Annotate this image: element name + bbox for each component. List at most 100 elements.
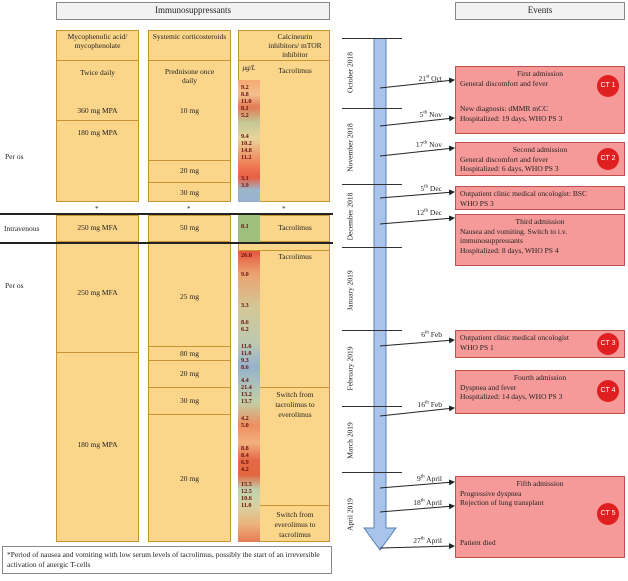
tacrolimus-level: 8.6	[241, 364, 249, 371]
tacrolimus-level: 8.1	[241, 105, 249, 112]
cort-20mg-b: 20 mg	[180, 369, 199, 378]
month-tick	[342, 38, 402, 39]
tacrolimus-level: 8.8	[241, 91, 249, 98]
event-line: General discomfort and fever	[460, 154, 549, 164]
tacrolimus-level: 14.8	[241, 147, 252, 154]
cni-tacrolimus-1: Tacrolimus	[278, 66, 312, 75]
tacrolimus-level: 6.2	[241, 326, 249, 333]
timeline-arrow	[363, 38, 397, 551]
cort-20mg-a: 20 mg	[180, 166, 199, 175]
event-third-admission: Third admission Nausea and vomiting. Swi…	[455, 214, 625, 266]
ct-badge: CT 3	[597, 333, 619, 355]
cort-25mg: 25 mg	[180, 292, 199, 301]
cort-10mg: 10 mg	[180, 106, 199, 115]
event-line: WHO PS 3	[460, 198, 494, 208]
month-october-2018: October 2018	[345, 51, 355, 94]
tacrolimus-level: 26.0	[241, 252, 252, 259]
event-first-admission: First admission General discomfort and f…	[455, 66, 625, 134]
date-label: 16th Feb	[417, 400, 442, 409]
route-per-os-1: Per os	[5, 152, 24, 161]
route-intravenous: Intravenous	[4, 224, 40, 233]
event-line: Outpatient clinic medical oncologist	[460, 333, 569, 342]
date-label: 9th April	[417, 474, 442, 483]
event-line: Patient died	[460, 537, 496, 547]
level-bar-iv	[238, 215, 260, 242]
cni-unit-label: μg/L	[242, 64, 256, 72]
tacrolimus-level: 4.2	[241, 415, 249, 422]
date-label: 5th Nov	[419, 110, 442, 119]
month-november-2018: November 2018	[345, 123, 355, 172]
event-line: WHO PS 1	[460, 342, 494, 352]
event-line: Hospitalized: 6 days, WHO PS 3	[460, 164, 559, 173]
ct-badge: CT 4	[597, 380, 619, 402]
date-label: 5th Dec	[420, 184, 442, 193]
cort-30mg-a: 30 mg	[180, 188, 199, 197]
cni-tacrolimus-2: Tacrolimus	[278, 252, 312, 261]
tacrolimus-level: 12.5	[241, 488, 252, 495]
tacrolimus-level: 13.7	[241, 398, 252, 405]
asterisk-cni: *	[282, 205, 286, 213]
tacrolimus-level: 8.4	[241, 452, 249, 459]
event-title: Second admission	[512, 145, 568, 154]
mpa-250mg: 250 mg MFA	[77, 288, 118, 297]
mpa-column-header-text: Mycophenolic acid/ mycophenolate	[67, 32, 128, 50]
mpa-iv-250mg: 250 mg MFA	[77, 223, 118, 232]
level-bar-1	[238, 80, 260, 202]
immunosuppressants-header: Immunosuppressants	[56, 2, 330, 20]
month-tick	[342, 330, 402, 331]
cni-switch-to-everolimus: Switch from tacrolimus to everolimus	[275, 390, 315, 419]
tacrolimus-level: 9.3	[241, 357, 249, 364]
tacrolimus-level: 21.4	[241, 384, 252, 391]
event-line: Outpatient clinic medical oncologist: BS…	[460, 189, 588, 198]
mpa-180mg-a: 180 mg MPA	[77, 128, 118, 137]
tacrolimus-level: 11.0	[241, 502, 252, 509]
event-line: Rejection of lung transplant	[460, 498, 544, 507]
event-outpatient-bsc: Outpatient clinic medical oncologist: BS…	[455, 186, 625, 210]
month-tick	[342, 247, 402, 248]
separator-iv-bottom	[0, 242, 333, 244]
month-january-2019: January 2019	[345, 270, 355, 311]
date-label: 12th Dec	[416, 208, 442, 217]
ct-badge: CT 5	[597, 503, 619, 525]
cni-tacrolimus-iv: Tacrolimus	[278, 223, 312, 232]
separator-iv-top	[0, 213, 333, 215]
date-label: 18th April	[413, 498, 442, 507]
cort-column-iv	[148, 215, 231, 242]
tacrolimus-level: 8.1	[241, 223, 249, 230]
month-tick	[342, 108, 402, 109]
cort-80mg: 80 mg	[180, 349, 199, 358]
event-fourth-admission: Fourth admission Dyspnea and fever Hospi…	[455, 370, 625, 414]
tacrolimus-level: 8.6	[241, 319, 249, 326]
tacrolimus-level: 10.2	[241, 140, 252, 147]
event-line: Hospitalized: 14 days, WHO PS 3	[460, 392, 563, 401]
event-line: Progressive dyspnea	[460, 488, 522, 498]
mpa-column-po2	[56, 243, 139, 542]
event-arrows	[380, 77, 455, 550]
events-header: Events	[455, 2, 625, 20]
event-line: Hospitalized: 8 days, WHO PS 4	[460, 245, 559, 255]
mpa-column	[56, 30, 139, 202]
level-values-iv: 8.1	[238, 217, 260, 237]
route-per-os-2: Per os	[5, 281, 24, 290]
tacrolimus-level: 11.0	[241, 98, 252, 105]
event-fifth-admission: Fifth admission Progressive dyspnea Reje…	[455, 476, 625, 558]
tacrolimus-level: 11.2	[241, 154, 252, 161]
date-label: 21st Oct	[418, 74, 442, 83]
month-tick	[342, 406, 402, 407]
tacrolimus-level: 6.9	[241, 459, 249, 466]
tacrolimus-level: 11.6	[241, 343, 252, 350]
date-label: 27th April	[413, 536, 442, 545]
event-title: Fifth admission	[516, 479, 564, 488]
date-label: 17th Nov	[415, 140, 442, 149]
tacrolimus-level: 4.4	[241, 377, 249, 384]
month-tick	[342, 472, 402, 473]
tacrolimus-level: 10.6	[241, 495, 252, 502]
mpa-360mg: 360 mg MPA	[77, 106, 118, 115]
footnote: *Period of nausea and vomiting with low …	[2, 546, 332, 574]
asterisk-cort: *	[187, 205, 191, 213]
event-line: Nausea and vomiting. Switch to i.v. immu…	[460, 226, 567, 246]
date-label: 6th Feb	[421, 330, 442, 339]
tacrolimus-level: 3.9	[241, 182, 249, 189]
month-march-2019: March 2019	[345, 422, 355, 459]
